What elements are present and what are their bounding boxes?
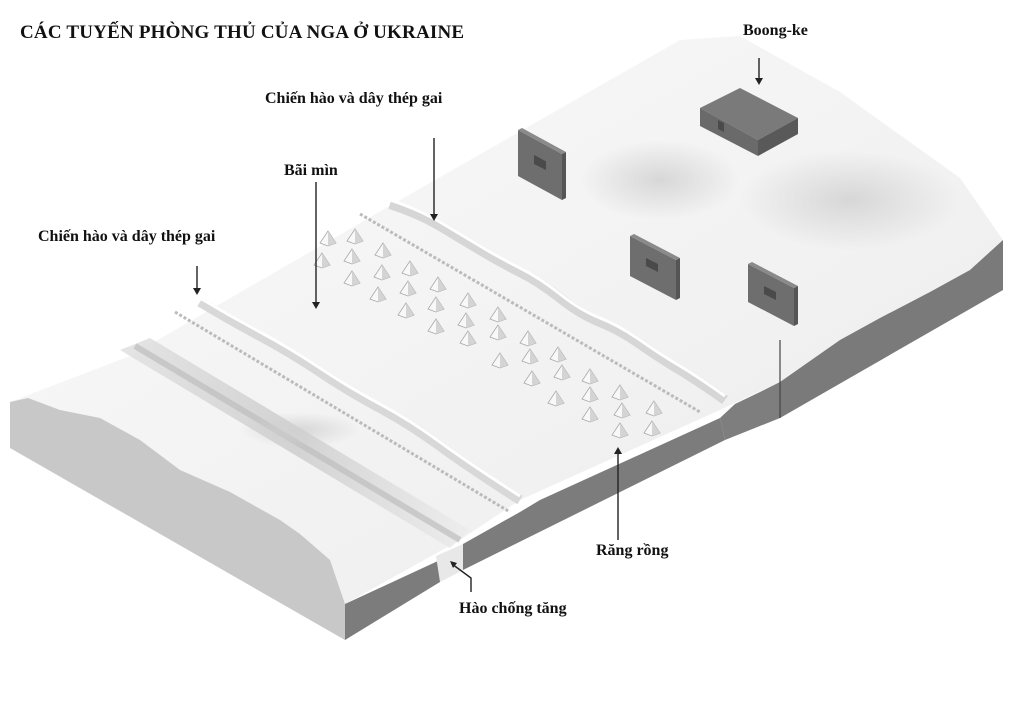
dragons-tooth-shade (528, 331, 536, 346)
dragons-tooth-shade (383, 243, 391, 258)
dragons-tooth-shade (620, 385, 628, 400)
dragons-tooth-shade (436, 319, 444, 334)
ditch-arrow (451, 563, 472, 592)
upper-barbed-wire (359, 212, 701, 414)
dragons-tooth-shade (410, 261, 418, 276)
dragons-tooth-shade (468, 331, 476, 346)
dragons-tooth-shade (378, 287, 386, 302)
dragons-tooth-shade (436, 297, 444, 312)
label-arrows (193, 58, 763, 592)
terrain-side-left (10, 398, 345, 640)
anti-tank-ditch-cut (436, 544, 463, 582)
dragons-tooth-shade (558, 347, 566, 362)
dragons-tooth-shade (556, 391, 564, 406)
bunker (700, 88, 798, 156)
dragons-tooth-shade (382, 265, 390, 280)
dragons-tooth-shade (500, 353, 508, 368)
dragons-tooth-shade (652, 421, 660, 436)
dragons-teeth-group (313, 228, 663, 439)
dragons-tooth-shade (620, 423, 628, 438)
dragons-tooth-shade (322, 253, 330, 268)
dragons-tooth-shade (590, 369, 598, 384)
upper-trench-lip (389, 198, 726, 398)
lower-barbed-wire (174, 310, 511, 514)
upper-trench (388, 199, 728, 405)
dragons-tooth-shade (355, 229, 363, 244)
label-bunker: Boong-ke (743, 22, 808, 39)
dragons-tooth-shade (406, 303, 414, 318)
dragons-tooth-shade (468, 293, 476, 308)
label-anti-tank-ditch: Hào chống tăng (459, 600, 567, 617)
dragons-tooth-shade (408, 281, 416, 296)
dragons-tooth-shade (654, 401, 662, 416)
dragons-tooth-shade (352, 249, 360, 264)
dragons-tooth-shade (352, 271, 360, 286)
dragons-tooth-shade (532, 371, 540, 386)
dragons-tooth-shade (466, 313, 474, 328)
label-minefield: Bãi mìn (284, 162, 338, 179)
pillbox-slits (534, 156, 776, 300)
terrain-side-front-3 (720, 382, 780, 440)
terrain-shade (740, 150, 960, 250)
lower-trench (197, 297, 523, 505)
dragons-tooth-shade (438, 277, 446, 292)
dragons-tooth-shade (498, 325, 506, 340)
dragons-tooth-shade (328, 231, 336, 246)
lower-trench-lip (199, 296, 521, 498)
terrain-side-front-1 (345, 560, 440, 640)
dragons-tooth-shade (530, 349, 538, 364)
diagram-title: CÁC TUYẾN PHÒNG THỦ CỦA NGA Ở UKRAINE (20, 22, 465, 43)
dragons-tooth-shade (562, 365, 570, 380)
terrain-shade (240, 412, 360, 448)
terrain-side-front-2 (463, 418, 725, 570)
dragons-tooth-shade (622, 403, 630, 418)
terrain-side-front-4 (780, 240, 1003, 418)
label-trench-wire-upper: Chiến hào và dây thép gai (265, 90, 443, 107)
terrain-shade (580, 140, 740, 220)
dragons-tooth-shade (590, 407, 598, 422)
label-dragons-teeth: Răng rồng (596, 542, 669, 559)
dragons-tooth-shade (498, 307, 506, 322)
label-trench-wire-lower: Chiến hào và dây thép gai (38, 228, 216, 245)
dragons-tooth-shade (590, 387, 598, 402)
